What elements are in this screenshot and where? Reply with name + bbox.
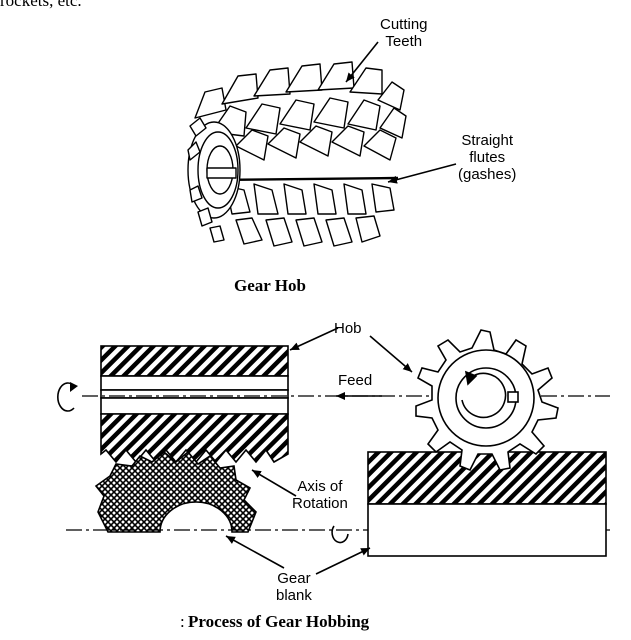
axis-of-rotation-label: Axis of Rotation [292, 478, 348, 512]
gear-rotation-arrow [331, 525, 349, 544]
header-fragment: rockets, etc. [0, 0, 82, 10]
hob-top-teeth [194, 61, 407, 139]
gear-blank-side [367, 451, 607, 557]
hob-end-view [415, 329, 559, 472]
hob-end-label-arrow [369, 335, 413, 373]
hob-middle-teeth [235, 125, 397, 161]
gear-blank-label: Gear blank [276, 570, 312, 604]
hob-label-arrow [289, 327, 339, 351]
straight-flutes-arrow [387, 163, 457, 184]
gear-blank-arrow-left [225, 535, 285, 569]
gear-hob-drawing [187, 61, 407, 247]
hob-rotation-arrow [57, 382, 75, 412]
hob-side-view [100, 345, 289, 464]
hob-front-face [187, 117, 241, 243]
cutting-teeth-arrow [345, 41, 379, 83]
hobbing-caption-prefix: : [180, 612, 185, 631]
cutting-teeth-label: Cutting Teeth [380, 16, 428, 50]
axis-of-rotation-arrow [251, 469, 297, 497]
feed-label: Feed [338, 372, 373, 389]
straight-flute-line [213, 176, 399, 182]
hob-label: Hob [334, 320, 362, 337]
gear-blank-arrow-right [315, 547, 371, 575]
gear-hob-caption: Gear Hob [234, 276, 306, 295]
hob-lower-teeth [225, 183, 395, 247]
straight-flutes-label: Straight flutes (gashes) [458, 132, 517, 183]
hobbing-caption: Process of Gear Hobbing [188, 612, 370, 631]
gear-blank-drawing [94, 450, 257, 533]
